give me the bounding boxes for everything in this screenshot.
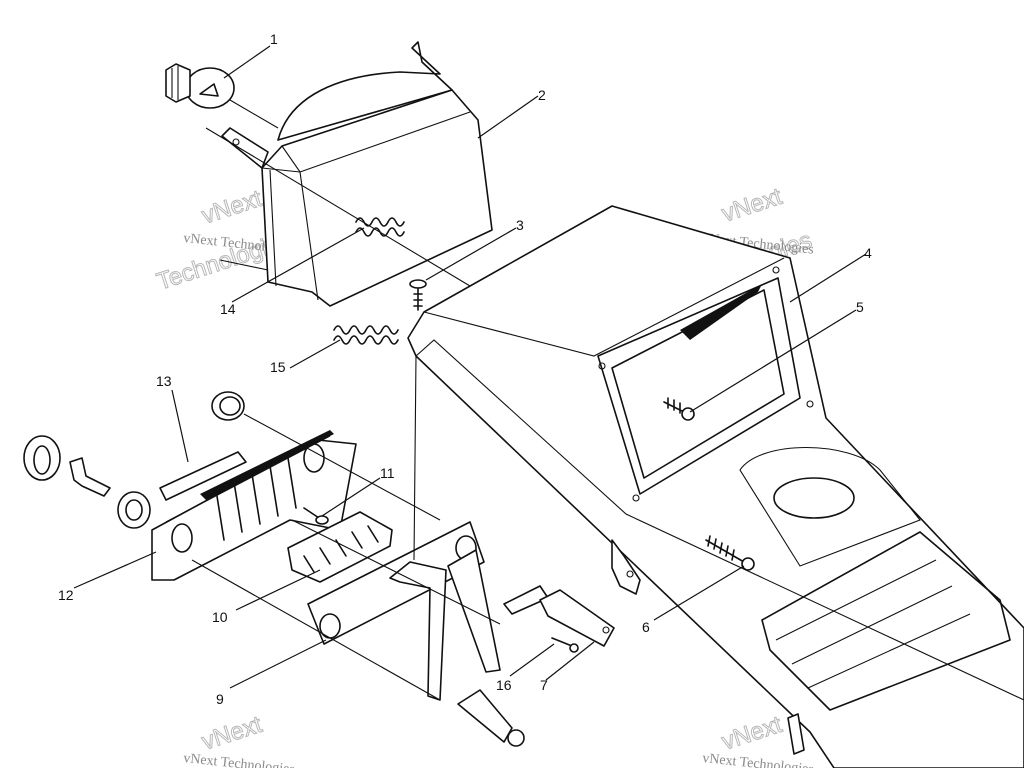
leader-lines bbox=[73, 45, 867, 689]
callout-6: 6 bbox=[642, 619, 650, 635]
switch-panel-part bbox=[151, 430, 357, 581]
watermark-company: vNext Technologies bbox=[183, 751, 296, 768]
callout-10: 10 bbox=[212, 609, 228, 625]
bulb-part bbox=[165, 63, 279, 129]
ignition-lock-part bbox=[23, 435, 151, 529]
watermark-word1: vNext bbox=[719, 711, 786, 756]
callout-15: 15 bbox=[270, 359, 286, 375]
screw-small-part bbox=[409, 279, 427, 311]
callout-9: 9 bbox=[216, 691, 224, 707]
callout-1: 1 bbox=[270, 31, 278, 47]
callout-14: 14 bbox=[220, 301, 236, 317]
callout-numbers: 1 2 3 4 5 6 7 9 10 11 12 13 14 15 16 bbox=[58, 31, 872, 707]
connector-plug-part bbox=[457, 689, 525, 747]
callout-2: 2 bbox=[538, 87, 546, 103]
callout-5: 5 bbox=[856, 299, 864, 315]
assembly-lines bbox=[191, 127, 501, 701]
callout-12: 12 bbox=[58, 587, 74, 603]
callout-16: 16 bbox=[496, 677, 512, 693]
switch-block-part bbox=[287, 511, 393, 583]
screw-5-part bbox=[663, 397, 695, 421]
callout-11: 11 bbox=[380, 465, 395, 481]
callout-7: 7 bbox=[540, 677, 548, 693]
watermark-company: vNext Technologies bbox=[702, 751, 815, 768]
spring-lower-part bbox=[333, 325, 399, 345]
console-body-part bbox=[407, 205, 1024, 768]
watermark-bottom-left: vNext vNext Technologies bbox=[183, 710, 296, 768]
callout-4: 4 bbox=[864, 245, 872, 261]
watermark-word1: vNext bbox=[719, 183, 786, 228]
watermark-word1: vNext bbox=[199, 185, 266, 230]
callout-13: 13 bbox=[156, 373, 172, 389]
callout-3: 3 bbox=[516, 217, 524, 233]
watermark-word1: vNext bbox=[199, 711, 266, 756]
toggle-switch-part bbox=[503, 585, 615, 653]
bezel-ring-part bbox=[211, 391, 245, 421]
screw-6-part bbox=[705, 535, 755, 571]
headlight-housing-part bbox=[219, 41, 493, 307]
